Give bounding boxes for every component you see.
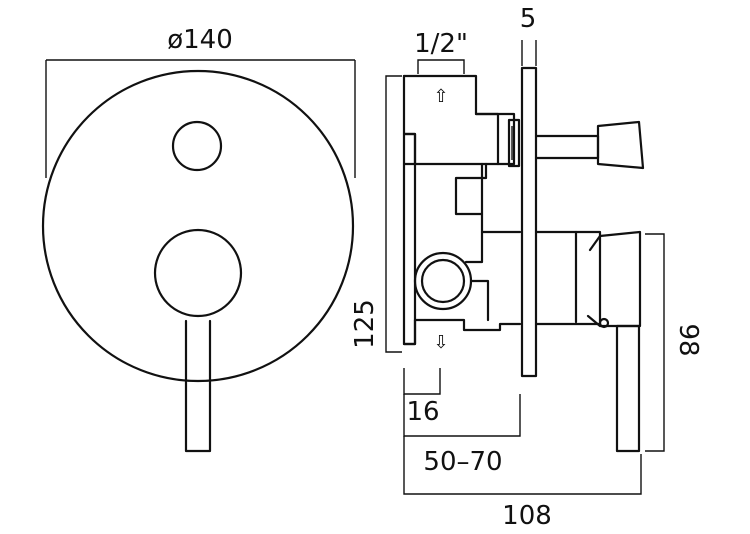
depth-range-bracket bbox=[403, 394, 521, 437]
diverter-shaft-side bbox=[534, 134, 600, 160]
total-depth-label: 108 bbox=[502, 501, 552, 531]
mounting-flange bbox=[402, 132, 417, 346]
total-depth-bracket bbox=[403, 436, 642, 495]
depth-min-bracket bbox=[403, 368, 441, 395]
depth-range-label: 50–70 bbox=[423, 447, 502, 477]
lever-hub bbox=[153, 228, 243, 318]
lever-height-label: 98 bbox=[673, 323, 703, 356]
valve-body-top bbox=[402, 74, 522, 234]
depth-min-label: 16 bbox=[406, 397, 439, 427]
height-label: 125 bbox=[350, 299, 380, 349]
plate-thickness-label: 5 bbox=[520, 4, 537, 34]
thread-label: 1/2" bbox=[414, 29, 468, 59]
valve-body-left-upper bbox=[402, 74, 417, 166]
valve-body-bottom bbox=[413, 318, 522, 332]
lever-grub-screw bbox=[598, 317, 610, 329]
cover-plate bbox=[41, 69, 355, 383]
outlet-port-connector bbox=[469, 279, 490, 322]
diverter-cartridge-slot bbox=[454, 162, 488, 216]
lever-body-side bbox=[586, 230, 642, 328]
front-view: ø140 bbox=[41, 25, 356, 453]
thread-dimension-bracket bbox=[417, 59, 465, 74]
diameter-label: ø140 bbox=[167, 25, 233, 55]
diverter-stem-ring bbox=[507, 118, 521, 168]
valve-body-left-lower bbox=[402, 318, 417, 346]
outlet-port-connector-top bbox=[464, 230, 484, 264]
diverter-knob bbox=[171, 120, 223, 172]
arrow-up-icon: ⇧ bbox=[433, 86, 448, 107]
outlet-port-outer bbox=[413, 251, 473, 311]
arrow-down-icon: ⇩ bbox=[433, 332, 448, 353]
lever-handle bbox=[184, 319, 212, 453]
lever-hub-side bbox=[534, 230, 602, 326]
lever-height-dimension-bracket bbox=[645, 233, 665, 452]
outlet-port-inner bbox=[420, 258, 466, 304]
diverter-stem-housing bbox=[474, 112, 500, 166]
side-view: 1/2" 5 125 ⇧ ⇩ bbox=[350, 4, 703, 531]
height-dimension-bracket bbox=[385, 75, 402, 353]
diverter-knob-side bbox=[596, 120, 645, 170]
cover-plate-side bbox=[520, 66, 538, 378]
lever-handle-side bbox=[615, 324, 641, 453]
